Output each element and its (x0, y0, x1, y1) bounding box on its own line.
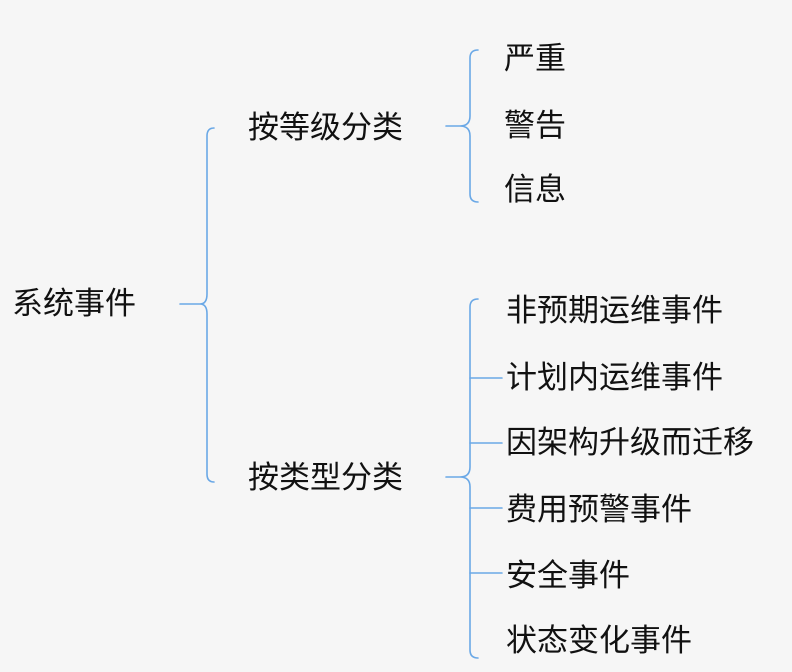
group-node-level: 按等级分类 (248, 110, 403, 146)
leaf-node: 因架构升级而迁移 (506, 425, 754, 461)
level-group-bracket (445, 49, 479, 203)
leaf-node: 警告 (504, 108, 566, 144)
leaf-node: 信息 (504, 172, 566, 208)
leaf-node: 安全事件 (506, 558, 630, 594)
leaf-node: 严重 (504, 41, 566, 77)
leaf-node: 费用预警事件 (506, 492, 692, 528)
type-group-bracket (445, 298, 479, 659)
root-node: 系统事件 (12, 286, 136, 322)
leaf-node: 状态变化事件 (506, 623, 692, 659)
leaf-node: 计划内运维事件 (506, 360, 723, 396)
root-bracket (179, 127, 215, 483)
leaf-node: 非预期运维事件 (506, 293, 723, 329)
group-node-type: 按类型分类 (248, 460, 403, 496)
